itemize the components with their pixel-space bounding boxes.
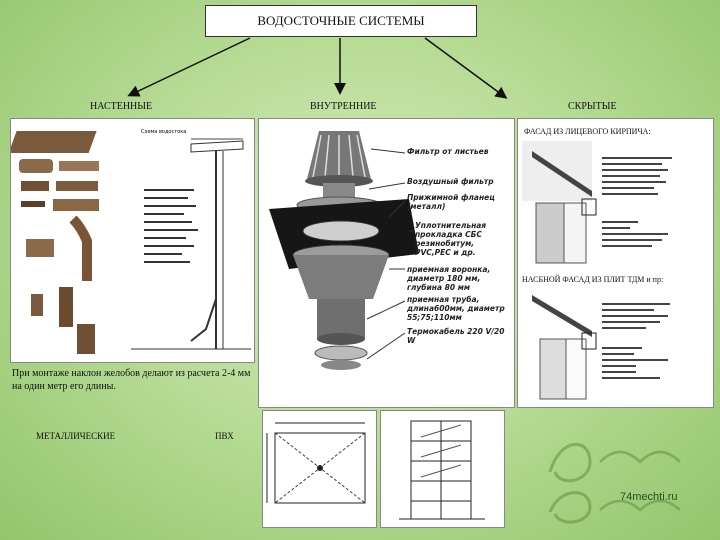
wall-gutter-illustration: Схема водостока (11, 129, 251, 354)
page-title: ВОДОСТОЧНЫЕ СИСТЕМЫ (205, 5, 477, 37)
funnel-label-6: приемная труба, длина600мм, диаметр 55;7… (407, 295, 505, 322)
category-wall-label: НАСТЕННЫЕ (90, 101, 153, 112)
wall-gutter-panel: Схема водостока (10, 118, 255, 363)
category-internal-label: ВНУТРЕННИЕ (310, 101, 377, 112)
page-title-text: ВОДОСТОЧНЫЕ СИСТЕМЫ (257, 13, 425, 28)
tdm-facade-caption: НАСБНОЙ ФАСАД ИЗ ПЛИТ ТДМ и пр: (522, 275, 664, 284)
brick-facade-caption: ФАСАД ИЗ ЛИЦЕВОГО КИРПИЧА: (524, 127, 651, 136)
funnel-label-7: Термокабель 220 V/20 W (407, 327, 505, 345)
funnel-label-3: Прижимной фланец (металл) (407, 193, 495, 211)
building-section-drawing (399, 420, 485, 520)
funnel-illustration (269, 131, 419, 370)
internal-funnel-panel: Фильтр от листьев Воздушный фильтр Прижи… (258, 118, 515, 408)
arrow-right (424, 37, 508, 99)
funnel-label-5: приемная воронка, диаметр 180 мм, глубин… (407, 265, 491, 292)
arrow-left (127, 37, 251, 97)
metal-label: МЕТАЛЛИЧЕСКИЕ (36, 431, 116, 441)
watermark-url: 74mechti.ru (620, 491, 678, 503)
roof-plan-panel (262, 410, 377, 528)
funnel-label-2: Воздушный фильтр (407, 177, 494, 186)
pvc-label: ПВХ (215, 431, 234, 441)
tdm-facade-section (532, 295, 670, 400)
category-hidden-label: СКРЫТЫЕ (568, 101, 617, 112)
funnel-label-4: Уплотнительная прокладка СБС резинобитум… (415, 221, 487, 257)
brick-facade-section (522, 141, 672, 264)
roof-plan-drawing (266, 422, 366, 504)
watermark-logo (548, 443, 681, 524)
hidden-gutter-panel: ФАСАД ИЗ ЛИЦЕВОГО КИРПИЧА: НАСБНОЙ ФАСАД… (517, 118, 714, 408)
svg-text:Схема водостока: Схема водостока (141, 129, 186, 135)
gutter-slope-note: При монтаже наклон желобов делают из рас… (12, 368, 251, 392)
building-section-panel (380, 410, 505, 528)
funnel-label-1: Фильтр от листьев (407, 147, 489, 156)
